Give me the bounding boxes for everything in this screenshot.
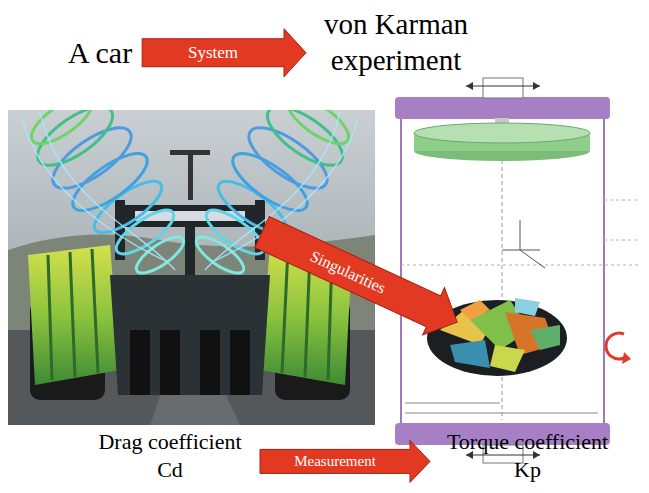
dimension-line <box>401 265 640 266</box>
diffuser <box>160 330 180 395</box>
block-arrow <box>251 208 468 345</box>
structure <box>460 300 490 320</box>
node-text: von Karman experiment <box>316 6 476 79</box>
structure <box>530 325 560 350</box>
text-node: Drag coefficient Cd <box>80 426 260 485</box>
block-arrow <box>142 29 306 77</box>
text-node: A car <box>58 32 142 74</box>
torque-arrow <box>606 333 624 359</box>
arrow-label: System <box>185 43 241 63</box>
node-text: Torque coefficient Kp <box>440 428 615 483</box>
sidepod <box>28 245 120 385</box>
coordinate-axis <box>520 250 545 268</box>
node-text: A car <box>68 34 132 72</box>
turbulent-structures <box>440 298 560 372</box>
stripe <box>92 249 98 373</box>
rotation-arrow <box>466 85 540 86</box>
text-node: von Karman experiment <box>306 4 486 81</box>
car-body <box>110 275 270 395</box>
stripe <box>282 249 288 373</box>
streamline <box>40 112 175 270</box>
cylinder-wall <box>603 117 605 425</box>
diffuser <box>200 330 220 395</box>
structure <box>515 298 540 316</box>
wing-pillar <box>185 227 195 275</box>
vortex-ring <box>280 110 355 152</box>
axis-line <box>502 160 503 420</box>
arrow-head <box>533 82 540 90</box>
top-shaft <box>483 78 523 98</box>
arrow-head <box>622 352 631 364</box>
antenna <box>188 150 193 200</box>
node-text: Drag coefficient Cd <box>90 428 250 483</box>
diffuser <box>130 330 150 395</box>
coordinate-axis <box>520 220 521 250</box>
dimension-line <box>604 200 640 201</box>
block-arrow <box>260 440 430 482</box>
diffuser <box>230 330 250 395</box>
block-arrow-shape <box>251 208 468 345</box>
stripe <box>48 255 52 380</box>
arrow-label: Singularities <box>305 245 392 299</box>
dimension-line <box>604 240 640 241</box>
top-cap <box>395 97 610 119</box>
stripe <box>70 252 75 377</box>
streamline <box>22 118 168 262</box>
cylinder-wall <box>400 117 402 425</box>
vortex-ring <box>24 110 99 152</box>
text-node: Torque coefficient Kp <box>430 426 625 485</box>
impeller-disk <box>414 123 590 143</box>
dimension-line <box>405 403 500 404</box>
arrow-label: Measurement <box>291 452 379 470</box>
rotation-arrow <box>466 454 540 455</box>
structure <box>490 345 525 372</box>
dimension-line <box>405 413 598 414</box>
von-karman-cell <box>395 78 640 463</box>
arrow-head <box>466 82 473 90</box>
structure <box>450 340 490 368</box>
